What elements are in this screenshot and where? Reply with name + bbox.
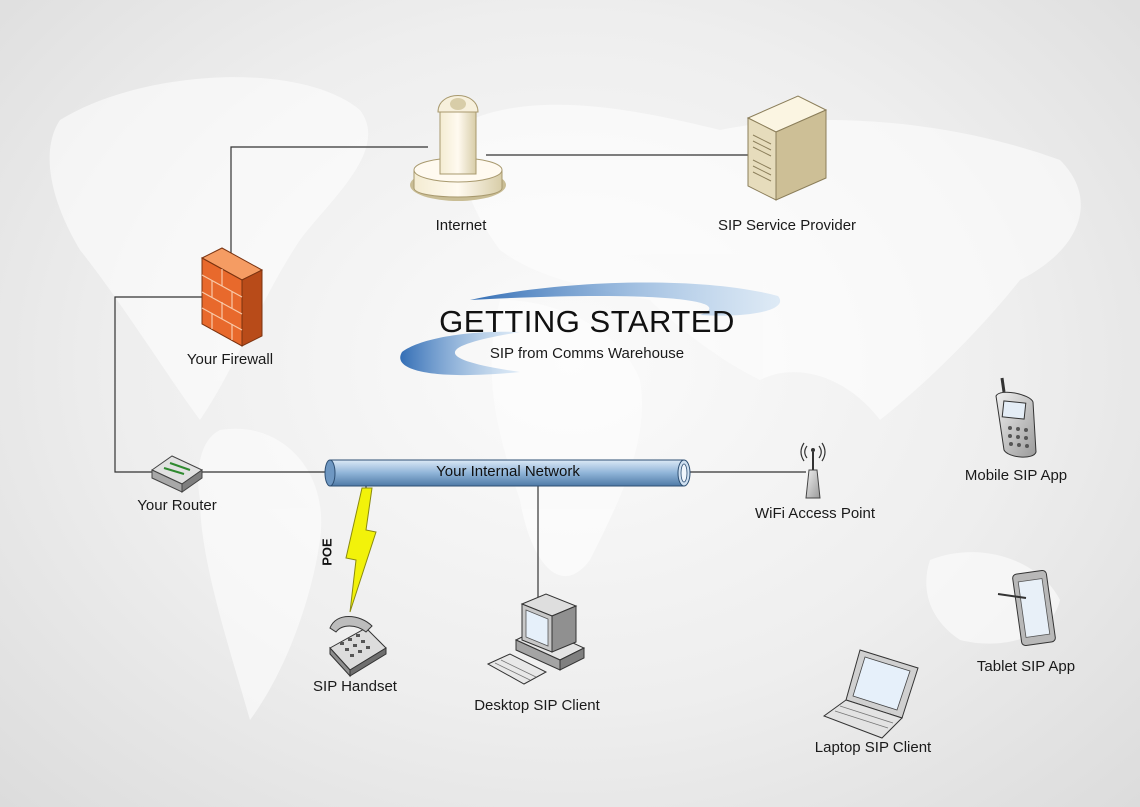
sip-provider-label: SIP Service Provider [717,217,857,234]
diagram-subtitle: SIP from Comms Warehouse [489,345,685,362]
router-label: Your Router [137,497,217,514]
line-firewall-router [114,296,203,473]
desk-phone-icon [329,616,387,678]
handset-label: SIP Handset [313,678,397,695]
internal-network-pipe [324,459,691,487]
line-firewall-internet [230,146,428,265]
poe-lightning-icon [345,487,377,613]
poe-label: POE [319,538,335,566]
firewall-label: Your Firewall [186,351,274,368]
swoosh-bottom [400,331,520,376]
network-pipe-label: Your Internal Network [436,463,580,480]
router-icon [151,455,203,493]
wifi-label: WiFi Access Point [754,505,876,522]
wifi-access-point-icon [800,442,826,499]
desktop-label: Desktop SIP Client [474,697,600,714]
desktop-computer-icon [486,593,586,685]
tablet-label: Tablet SIP App [976,658,1076,675]
laptop-icon [822,649,919,739]
firewall-icon [200,247,264,347]
laptop-label: Laptop SIP Client [814,739,932,756]
mobile-label: Mobile SIP App [964,467,1068,484]
mobile-phone-icon [995,377,1037,458]
diagram-title: GETTING STARTED [439,304,735,339]
title-swooshes [400,282,781,376]
tablet-icon [997,570,1056,646]
internet-icon [410,95,506,201]
internet-label: Internet [435,217,487,234]
swoosh-top [470,282,781,316]
server-icon [746,95,828,201]
world-map-background [49,77,1081,720]
